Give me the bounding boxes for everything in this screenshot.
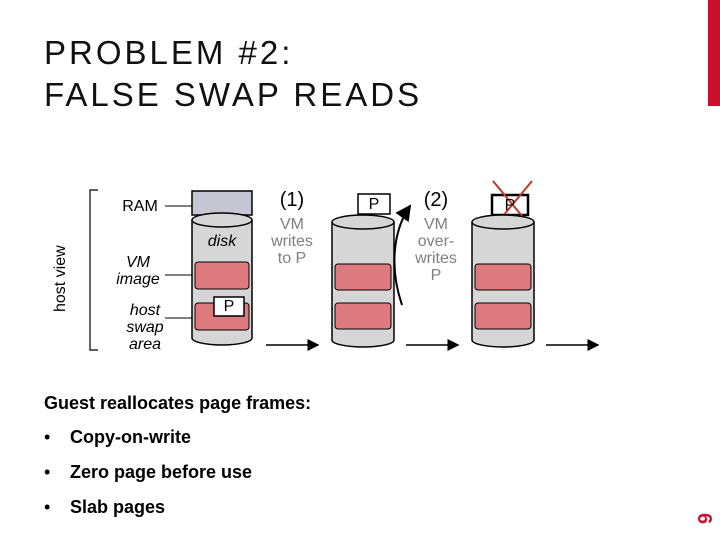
step-1-number: (1) <box>279 189 305 211</box>
bullet-symbol: • <box>44 462 51 482</box>
vm-image-slot-0 <box>194 261 250 290</box>
page-p-block-1 <box>357 193 391 215</box>
reasons-heading: Guest reallocates page frames: <box>44 393 312 413</box>
list-item-text: Slab pages <box>70 497 166 517</box>
page-p-label-1: P <box>368 196 380 213</box>
disk-cylinder-2 <box>471 214 535 348</box>
list-item-text: Zero page before use <box>70 462 253 482</box>
ram-label: RAM <box>122 198 158 215</box>
page-p-swap-block <box>213 296 245 317</box>
title-line-2: FALSE SWAP READS <box>44 76 423 113</box>
list-item: • Zero page before use <box>44 462 252 483</box>
list-item: • Slab pages <box>44 497 165 518</box>
list-item: • Copy-on-write <box>44 427 191 448</box>
step-1-caption: VM writes to P <box>271 216 313 267</box>
slide-title: PROBLEM #2: FALSE SWAP READS <box>44 32 422 116</box>
step-2-caption: VM over- writes P <box>415 216 457 284</box>
vm-image-label: VM image <box>113 254 163 288</box>
swap-slot-2 <box>474 302 532 330</box>
bullet-symbol: • <box>44 497 51 517</box>
step-2-number: (2) <box>423 189 449 211</box>
vm-image-label-line2: image <box>116 271 160 288</box>
swap-in-arrow <box>393 204 412 306</box>
disk-cylinder-1 <box>331 214 395 348</box>
page-p-label-2: P <box>504 197 516 214</box>
title-line-1: PROBLEM #2: <box>44 34 294 71</box>
bullet-symbol: • <box>44 427 51 447</box>
vm-image-slot-2 <box>474 263 532 291</box>
list-item-text: Copy-on-write <box>70 427 191 447</box>
vm-image-label-line1: VM <box>126 254 150 271</box>
swap-slot-1 <box>334 302 392 330</box>
page-p-swap-label: P <box>223 298 235 315</box>
vm-image-slot-1 <box>334 263 392 291</box>
page-number: 6 <box>693 513 715 525</box>
disk-label: disk <box>207 233 237 250</box>
swap-label-line1: host <box>129 302 161 319</box>
swap-label-line2: swap <box>126 319 164 336</box>
swap-label-line3: area <box>128 336 162 353</box>
accent-bar <box>708 0 720 106</box>
swap-label: host swap area <box>118 302 172 353</box>
ram-block <box>191 190 253 216</box>
host-view-brace <box>89 189 98 351</box>
